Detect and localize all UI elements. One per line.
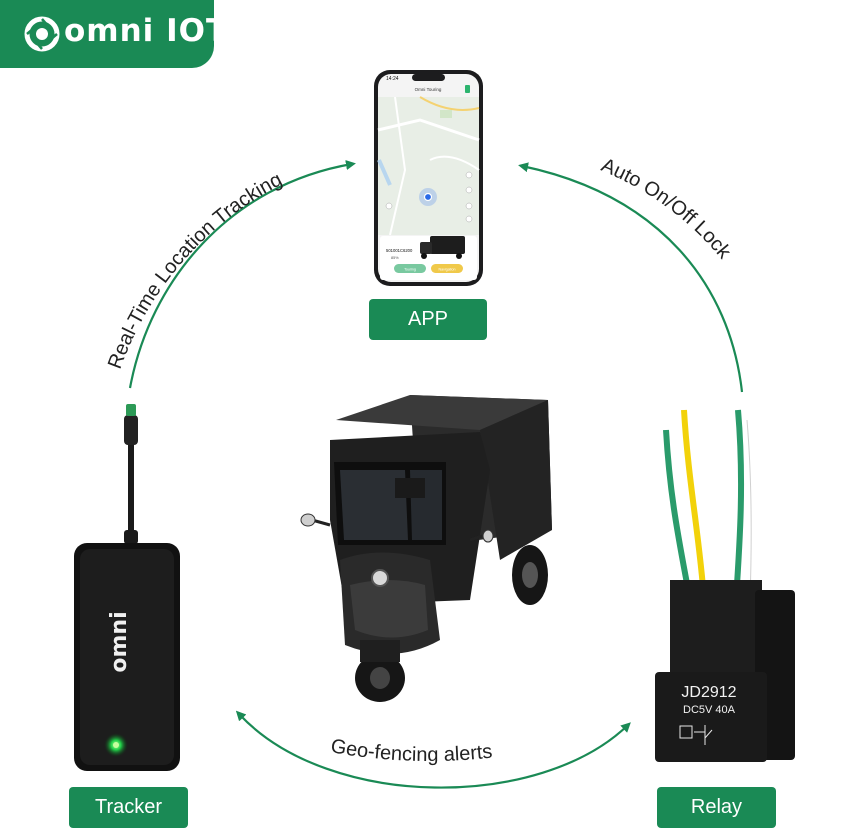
lock-arc-arrow bbox=[518, 162, 744, 393]
tracking-label: Real-Time Location Tracking bbox=[104, 169, 286, 372]
relay-label: Relay bbox=[657, 787, 776, 828]
phone-vehicle-thumbnail bbox=[420, 236, 465, 259]
phone-device-id: 501001C6200 bbox=[386, 248, 413, 253]
omni-logo-icon bbox=[24, 16, 60, 52]
phone-title: Omni Touring bbox=[415, 87, 442, 92]
phone-touring-button: Touring bbox=[404, 268, 416, 272]
relay-rating-text: DC5V 40A bbox=[683, 704, 736, 716]
app-label: APP bbox=[369, 299, 487, 340]
relay-device-image: JD2912 DC5V 40A bbox=[655, 409, 795, 762]
phone-time: 14:24 bbox=[386, 76, 399, 82]
lock-label: Auto On/Off Lock bbox=[598, 154, 736, 263]
brand-logo-text: omni IOT bbox=[64, 13, 229, 49]
phone-battery: 85% bbox=[391, 256, 399, 260]
geofence-label: Geo-fencing alerts bbox=[329, 735, 493, 766]
smartphone-app-screen: 14:24 Omni Touring 501001C6200 85% Touri… bbox=[374, 70, 483, 286]
tracker-label: Tracker bbox=[69, 787, 188, 828]
gps-tracker-device-image: omni bbox=[74, 404, 180, 771]
tracking-arc-arrow bbox=[128, 160, 356, 389]
electric-cargo-tricycle-image bbox=[300, 395, 552, 702]
relay-schematic-icon bbox=[679, 725, 713, 745]
relay-model-text: JD2912 bbox=[681, 684, 736, 701]
brand-logo-badge: omni IOT bbox=[0, 0, 227, 68]
phone-navigation-button: Navigation bbox=[439, 268, 456, 272]
tracker-brand-text: omni bbox=[107, 611, 132, 672]
geofence-arc-arrow bbox=[235, 710, 631, 789]
